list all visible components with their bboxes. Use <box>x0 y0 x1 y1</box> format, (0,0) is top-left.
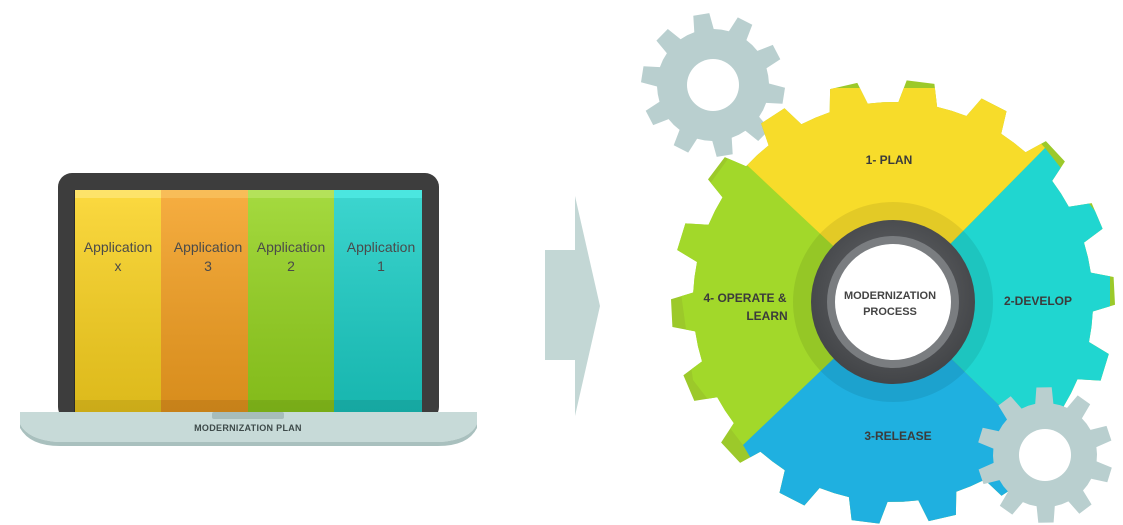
app-column-1: Application 1 <box>334 190 422 412</box>
app-column-2: Application 2 <box>248 190 334 412</box>
segment-develop-label: 2-DEVELOP <box>1004 294 1072 308</box>
app-3-label-line2: 3 <box>204 258 212 274</box>
process-gear: MODERNIZATION PROCESS 1- PLAN 2-DEVELOP … <box>671 80 1115 524</box>
app-column-x-shade <box>75 190 161 412</box>
segment-plan-label: 1- PLAN <box>866 153 913 167</box>
app-2-label-line1: Application <box>257 239 326 255</box>
segment-plan <box>733 88 1045 302</box>
laptop-base-edge <box>20 424 477 446</box>
segment-develop <box>893 148 1110 440</box>
segment-develop-fill <box>893 148 1110 440</box>
app-column-2-top <box>248 190 334 198</box>
app-column-x-top <box>75 190 161 198</box>
app-x-label-line2: x <box>115 258 122 274</box>
small-gear-top-hole <box>687 59 739 111</box>
hub-center <box>835 244 951 360</box>
segment-release <box>743 302 1035 524</box>
segment-operate-label-line1: 4- OPERATE & <box>703 291 786 305</box>
laptop: Application x Application 3 Application … <box>20 173 477 446</box>
app-column-1-top <box>334 190 422 198</box>
small-gear-bottom-hole <box>1019 429 1071 481</box>
small-gear-bottom <box>978 387 1112 523</box>
app-column-2-shade <box>248 190 334 412</box>
small-gear-top <box>641 13 785 157</box>
app-column-1-shade <box>334 190 422 412</box>
app-1-label-line1: Application <box>347 239 416 255</box>
arrow <box>545 196 600 416</box>
app-x-label-line1: Application <box>84 239 153 255</box>
segment-release-label: 3-RELEASE <box>864 429 931 443</box>
laptop-base <box>20 412 477 442</box>
app-3-label-line1: Application <box>174 239 243 255</box>
hub-label-line2: PROCESS <box>863 306 917 318</box>
segment-plan-fill <box>733 88 1045 302</box>
modernization-plan-label: MODERNIZATION PLAN <box>194 423 302 433</box>
app-1-label-line2: 1 <box>377 258 385 274</box>
segment-operate <box>673 152 893 445</box>
segment-operate-fill <box>673 152 893 445</box>
segment-release-fill <box>743 302 1035 524</box>
laptop-notch <box>212 412 284 419</box>
laptop-screen-bottom-strip <box>75 400 422 412</box>
app-column-3: Application 3 <box>161 190 248 412</box>
app-column-3-shade <box>161 190 248 412</box>
hub-label-line1: MODERNIZATION <box>844 290 936 302</box>
app-column-x: Application x <box>75 190 161 412</box>
app-2-label-line2: 2 <box>287 258 295 274</box>
segment-operate-label-line2: LEARN <box>746 309 787 323</box>
app-column-3-top <box>161 190 248 198</box>
